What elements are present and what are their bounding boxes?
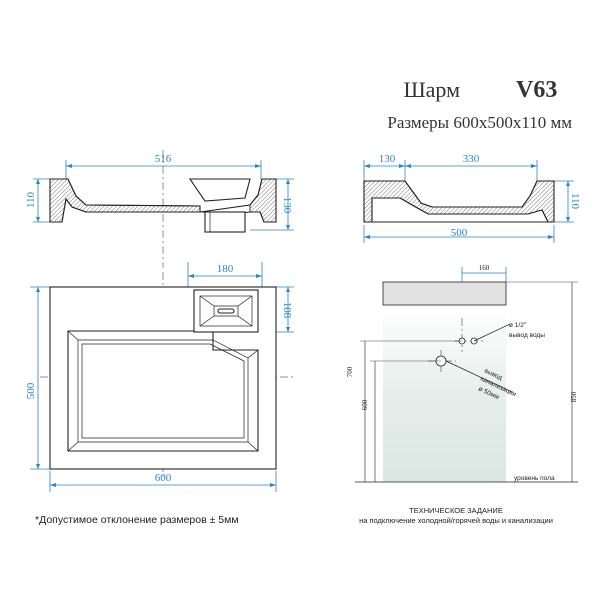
water-label-1: ø 1/2"	[509, 322, 527, 329]
drain-depth-label: 108	[281, 302, 293, 319]
front-width-label: 516	[155, 153, 172, 165]
front-height-left-label: 110	[25, 191, 37, 208]
front-height-right-label: 130	[281, 197, 293, 214]
side-left-label: 130	[379, 153, 396, 165]
countertop	[382, 281, 507, 306]
height-600-label: 600	[361, 399, 369, 410]
height-850-label: 850	[570, 391, 578, 402]
top-depth-label: 500	[25, 382, 37, 399]
wall-panel	[383, 305, 506, 482]
tolerance-note: *Допустимое отклонение размеров ± 5мм	[35, 514, 239, 526]
installation-diagram: 160 ø 1/2" вывод воды вывод канализации …	[346, 264, 578, 483]
spec-description: на подключение холодной/горячей воды и к…	[359, 516, 553, 525]
drain-width-label: 180	[217, 263, 234, 275]
header: Шарм V63 Размеры 600х500х110 мм	[387, 77, 572, 132]
side-section-view: 130 330 500 110	[363, 153, 581, 243]
top-view: 180 108 500 600	[25, 262, 296, 492]
floor-label: уровень пола	[514, 475, 555, 482]
title-model: V63	[516, 77, 557, 103]
subtitle: Размеры 600х500х110 мм	[387, 113, 572, 132]
water-label-2: вывод воды	[509, 332, 545, 339]
top-width-label: 600	[155, 472, 172, 484]
side-height-label: 110	[569, 193, 581, 210]
title-prefix: Шарм	[403, 77, 460, 102]
height-700-label: 700	[346, 366, 354, 377]
offset-label: 160	[479, 264, 490, 272]
front-section-view: 516 110 130	[25, 150, 294, 268]
side-total-label: 500	[451, 227, 468, 239]
side-right-label: 330	[463, 153, 480, 165]
footer: *Допустимое отклонение размеров ± 5мм ТЕ…	[35, 506, 553, 526]
spec-title: ТЕХНИЧЕСКОЕ ЗАДАНИЕ	[409, 506, 503, 515]
